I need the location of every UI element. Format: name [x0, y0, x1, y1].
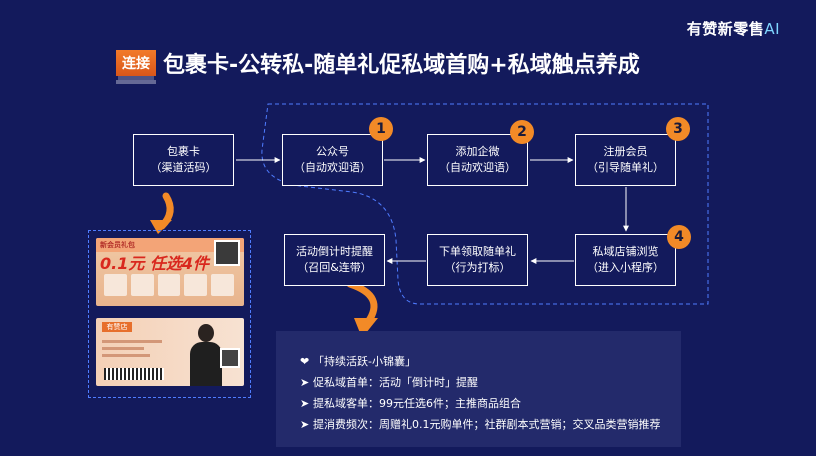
- step-badge-3: 3: [666, 117, 690, 141]
- tips-item: ➤提消费频次：周赠礼0.1元购单件；社群剧本式营销；交叉品类营销推荐: [300, 418, 661, 431]
- arrow-bullet-icon: ➤: [300, 376, 310, 389]
- flow-box-official-account: 公众号（自动欢迎语）: [282, 134, 383, 186]
- page-title: 包裹卡-公转私-随单礼促私域首购+私域触点养成: [163, 53, 640, 78]
- package-card-image-1: 新会员礼包 0.1元 任选4件: [96, 238, 244, 306]
- flow-box-add-wecom: 添加企微（自动欢迎语）: [427, 134, 528, 186]
- qr-code-icon: [220, 348, 240, 368]
- section-tag: 连接: [116, 50, 156, 84]
- flow-box-package-card: 包裹卡（渠道活码）: [133, 134, 234, 186]
- person-photo: [190, 324, 222, 386]
- curved-arrow-left-head: [150, 220, 172, 234]
- card2-logo: 有赞店: [102, 322, 132, 332]
- barcode-icon: [104, 368, 164, 380]
- brand-logo: 有赞新零售AI: [686, 20, 780, 38]
- card-images-frame: [88, 230, 251, 398]
- flow-box-store-browse: 私域店铺浏览（进入小程序）: [575, 234, 676, 286]
- arrow-bullet-icon: ➤: [300, 397, 310, 410]
- flow-box-countdown-reminder: 活动倒计时提醒（召回&连带）: [284, 234, 385, 286]
- tips-item: ➤提私域客单：99元任选6件；主推商品组合: [300, 397, 521, 410]
- flow-box-register-member: 注册会员（引导随单礼）: [575, 134, 676, 186]
- package-card-image-2: 有赞店: [96, 318, 244, 386]
- tips-heading: ❤「持续活跃-小锦囊」: [300, 355, 416, 368]
- tips-item: ➤促私域首单：活动「倒计时」提醒: [300, 376, 478, 389]
- qr-code-icon: [214, 240, 240, 266]
- card1-products: [104, 274, 234, 296]
- step-badge-4: 4: [667, 225, 691, 249]
- dashed-region: [261, 103, 709, 305]
- tips-panel: ❤「持续活跃-小锦囊」 ➤促私域首单：活动「倒计时」提醒 ➤提私域客单：99元任…: [276, 331, 681, 447]
- step-badge-1: 1: [369, 117, 393, 141]
- flow-box-order-gift: 下单领取随单礼（行为打标）: [427, 234, 528, 286]
- card1-header: 新会员礼包: [100, 241, 135, 249]
- card2-text-lines: [102, 340, 162, 361]
- heart-icon: ❤: [300, 355, 310, 368]
- arrow-bullet-icon: ➤: [300, 418, 310, 431]
- card1-header-bar: [96, 238, 244, 252]
- curved-arrow-right: [346, 280, 378, 326]
- card1-headline: 0.1元 任选4件: [100, 254, 210, 273]
- step-badge-2: 2: [510, 120, 534, 144]
